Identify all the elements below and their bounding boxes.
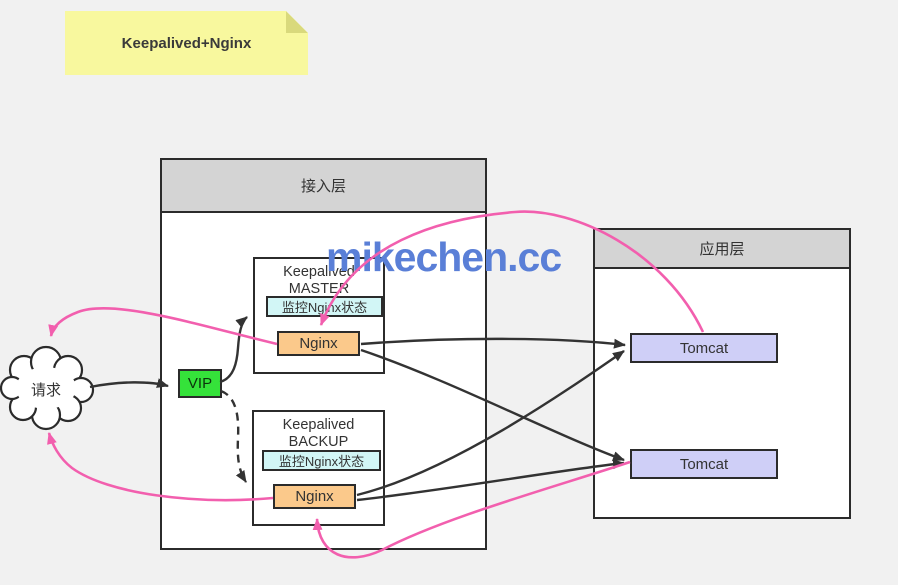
backup-monitor-box: 监控Nginx状态: [262, 450, 381, 471]
vip-box: VIP: [178, 369, 222, 398]
backup-nginx-label: Nginx: [295, 488, 334, 505]
note-title: Keepalived+Nginx: [121, 34, 252, 52]
access-layer-header: 接入层: [162, 160, 485, 213]
backup-monitor-label: 监控Nginx状态: [278, 454, 365, 469]
app-layer-header: 应用层: [595, 230, 849, 269]
app-layer-title: 应用层: [699, 241, 745, 258]
tomcat-bottom-label: Tomcat: [679, 455, 729, 473]
watermark-text: mikechen.cc: [326, 234, 562, 280]
backup-title-line2: BACKUP: [288, 434, 349, 450]
note-fold-corner: [286, 11, 308, 33]
backup-nginx-box: Nginx: [273, 484, 356, 509]
keepalived-backup-box: Keepalived BACKUP 监控Nginx状态 Nginx: [252, 410, 385, 526]
request-cloud-label: 请求: [30, 382, 61, 399]
vip-label: VIP: [187, 375, 213, 392]
sticky-note: Keepalived+Nginx: [65, 11, 308, 75]
request-cloud-shape: [0, 345, 95, 431]
tomcat-top-box: Tomcat: [630, 333, 778, 363]
tomcat-top-label: Tomcat: [679, 339, 729, 357]
backup-title-line1: Keepalived: [282, 417, 355, 433]
master-monitor-label: 监控Nginx状态: [281, 300, 368, 315]
tomcat-bottom-box: Tomcat: [630, 449, 778, 479]
access-layer-title: 接入层: [300, 178, 346, 195]
backup-title: Keepalived BACKUP: [254, 417, 383, 451]
master-nginx-box: Nginx: [277, 331, 360, 356]
master-monitor-box: 监控Nginx状态: [266, 296, 383, 317]
master-nginx-label: Nginx: [299, 335, 338, 352]
arrow-cloud-to-vip: [89, 378, 169, 389]
